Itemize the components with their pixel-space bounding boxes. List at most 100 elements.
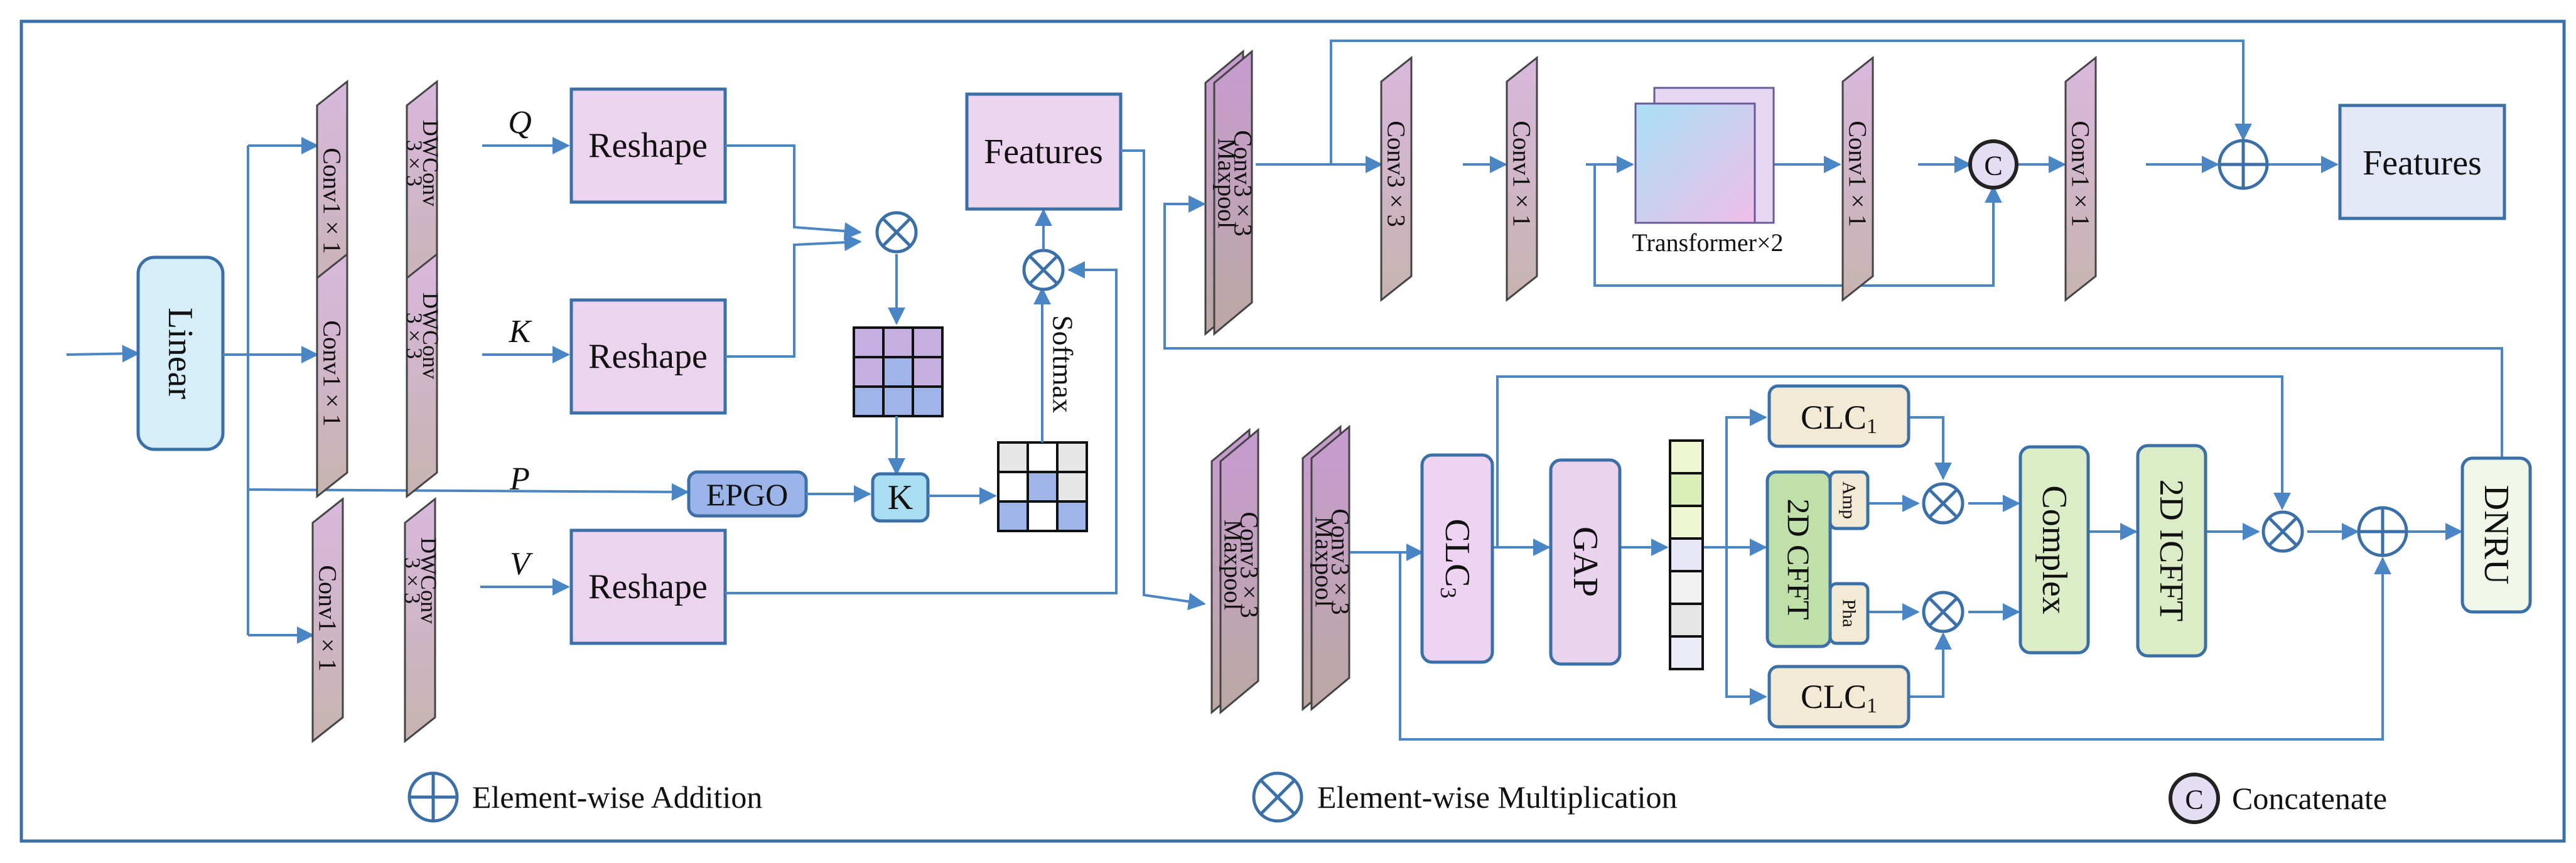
- k-conv-label: Conv1 × 1: [318, 320, 347, 426]
- qk-lines: [725, 144, 905, 358]
- cfft-label: 2D CFFT: [1781, 498, 1816, 619]
- dnru-label: DNRU: [2477, 485, 2516, 585]
- features-out-label: Features: [2363, 144, 2482, 183]
- bottom-conv3x3b-label: Conv3 × 3: [1327, 508, 1355, 614]
- top-conv3x3-slab: Conv3 × 3: [1380, 56, 1413, 301]
- q-dwconv-slab: DWConv 3 × 3: [402, 80, 443, 325]
- q-conv-label: Conv1 × 1: [318, 147, 347, 254]
- v-dwconv-slab: DWConv 3 × 3: [400, 498, 441, 742]
- clc3-label: CLC3: [1436, 519, 1477, 599]
- bottom-maxpool-b-label: Maxpool: [1310, 517, 1339, 607]
- legend-concat-icon: C: [2169, 773, 2220, 824]
- top-conv3x3b-label: Conv3 × 3: [1382, 121, 1411, 227]
- reshape-q: Reshape: [569, 87, 727, 204]
- icfft-multiply-op: [2263, 512, 2302, 551]
- top-maxpool-label: Maxpool: [1213, 138, 1241, 228]
- features-out-block: Features: [2338, 104, 2506, 220]
- softmax-matrix: [997, 441, 1088, 532]
- k-dwconv-size: 3 × 3: [402, 313, 427, 359]
- features-mid-block: Features: [965, 92, 1123, 211]
- v-conv-label: Conv1 × 1: [314, 565, 342, 671]
- dnru-block: DNRU: [2460, 456, 2532, 614]
- reshape-k: Reshape: [569, 298, 727, 415]
- bottom-maxpool-a-label: Maxpool: [1219, 520, 1248, 610]
- icfft-block: 2D ICFFT: [2136, 444, 2207, 658]
- v-dwconv-label: DWConv: [416, 537, 441, 624]
- dnru-to-top-path: [1163, 195, 2503, 457]
- p-label: P: [509, 461, 530, 497]
- legend: Element-wise Addition Element-wise Multi…: [407, 771, 2387, 824]
- clc1-top-label: CLC1: [1801, 399, 1877, 438]
- top-conv1x1-slab-c: Conv1 × 1: [2064, 56, 2097, 301]
- k-dwconv-label: DWConv: [418, 292, 443, 379]
- gap-block: GAP: [1549, 458, 1622, 666]
- q-dwconv-size: 3 × 3: [402, 140, 427, 186]
- legend-multiply-label: Element-wise Multiplication: [1317, 780, 1678, 815]
- bottom-conv3x3a-label: Conv3 × 3: [1236, 512, 1264, 618]
- amp-multiply-op: [1924, 484, 1963, 523]
- top-conv1x1-slab-a: Conv1 × 1: [1506, 56, 1538, 301]
- v-line: [725, 261, 1118, 594]
- pha-label: Pha: [1839, 599, 1860, 628]
- bottom-conv3x3-maxpool-slab-b: Conv3 × 3 Maxpool: [1301, 424, 1355, 712]
- bottom-branch-lines: [1350, 375, 2463, 741]
- clc1-bottom-label: CLC1: [1801, 678, 1877, 717]
- linear-block: Linear: [136, 255, 225, 451]
- bottom-conv3x3-maxpool-slab-a: Conv3 × 3 Maxpool: [1210, 427, 1264, 715]
- top-conv1x1b-label: Conv1 × 1: [1844, 121, 1872, 227]
- top-conv1x1a-label: Conv1 × 1: [1508, 121, 1536, 227]
- qk-multiply-op: [877, 213, 916, 252]
- top-conv3x3-label: Conv3 × 3: [1229, 130, 1258, 236]
- top-add-op: [2219, 141, 2267, 188]
- attention-matrix: [853, 326, 944, 417]
- bottom-add-op: [2359, 508, 2406, 555]
- feature-vector: [1669, 439, 1704, 670]
- complex-block: Complex: [2018, 445, 2090, 655]
- top-conv1x1c-label: Conv1 × 1: [2067, 121, 2095, 227]
- v-label: V: [510, 546, 533, 582]
- reshape-v-label: Reshape: [588, 567, 708, 606]
- icfft-label: 2D ICFFT: [2153, 480, 2191, 622]
- linear-label: Linear: [161, 308, 200, 399]
- legend-multiply-icon: [1252, 771, 1303, 823]
- softmax-label: Softmax: [1047, 315, 1079, 413]
- v-dwconv-size: 3 × 3: [400, 557, 425, 604]
- q-dwconv-label: DWConv: [418, 120, 443, 206]
- top-branch-lines: [1256, 40, 2339, 287]
- legend-concat-symbol: C: [2185, 785, 2203, 815]
- transformer-label: Transformer×2: [1632, 228, 1783, 257]
- concatenate-op: C: [1968, 139, 2018, 190]
- gap-label: GAP: [1566, 527, 1605, 597]
- q-conv1x1-slab: Conv1 × 1: [316, 80, 348, 325]
- complex-label: Complex: [2035, 485, 2074, 614]
- cfft-block: 2D CFFT Amp Pha: [1765, 470, 1870, 648]
- features-mid-label: Features: [984, 132, 1103, 171]
- k-label: K: [509, 314, 532, 350]
- k-conv1x1-slab: Conv1 × 1: [316, 253, 348, 498]
- v-conv1x1-slab: Conv1 × 1: [311, 498, 344, 742]
- legend-add-icon: [407, 771, 459, 823]
- qkv-arrows: [480, 137, 570, 596]
- diagram-frame: [19, 19, 2566, 843]
- pha-multiply-op: [1924, 592, 1963, 631]
- features-to-lower-path: [1121, 149, 1206, 611]
- clc3-block: CLC3: [1420, 453, 1494, 664]
- epgo-label: EPGO: [706, 477, 789, 512]
- amp-label: Amp: [1839, 481, 1860, 519]
- legend-concat-label: Concatenate: [2232, 781, 2387, 816]
- top-conv3x3-maxpool-slab: Conv3 × 3 Maxpool: [1204, 49, 1258, 336]
- clc1-bottom-block: CLC1: [1767, 665, 1910, 729]
- transformer-block: Transformer×2: [1632, 87, 1784, 257]
- clc1-top-block: CLC1: [1767, 384, 1910, 448]
- q-label: Q: [508, 105, 532, 141]
- top-conv1x1-slab-b: Conv1 × 1: [1841, 56, 1874, 301]
- legend-add-label: Element-wise Addition: [472, 780, 762, 815]
- reshape-v: Reshape: [569, 528, 727, 645]
- reshape-k-label: Reshape: [588, 337, 708, 376]
- k-operator-block: K: [871, 472, 930, 523]
- input-arrow: [66, 345, 140, 363]
- reshape-q-label: Reshape: [588, 126, 708, 165]
- epgo-block: EPGO: [687, 470, 808, 518]
- softmax-multiply-op: [1024, 250, 1063, 289]
